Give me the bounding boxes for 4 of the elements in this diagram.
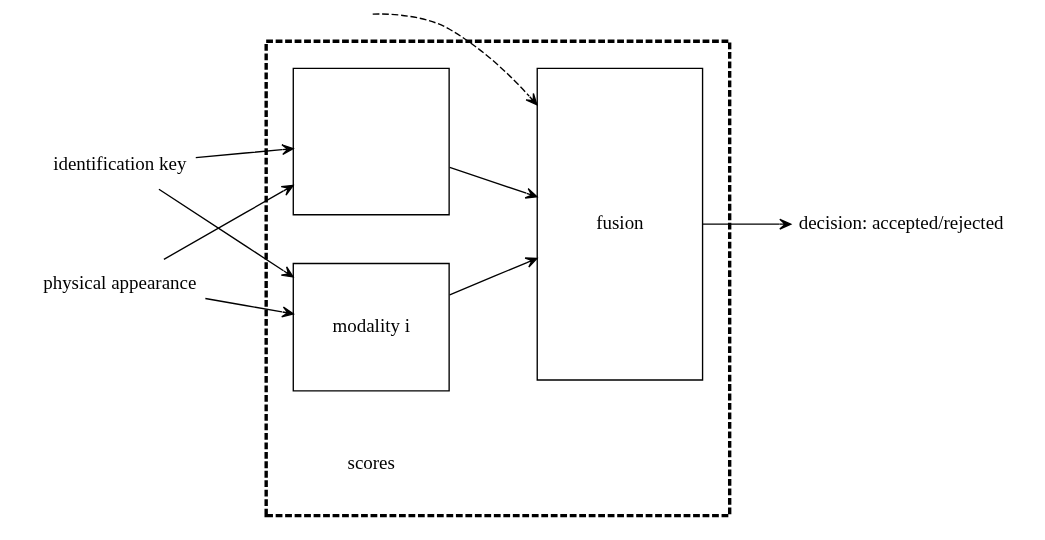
label: scores bbox=[347, 452, 395, 474]
node-text: decision: accepted/rejected bbox=[798, 212, 1004, 234]
node-text: identification key bbox=[52, 152, 186, 174]
node-text: physical appearance bbox=[42, 271, 196, 293]
